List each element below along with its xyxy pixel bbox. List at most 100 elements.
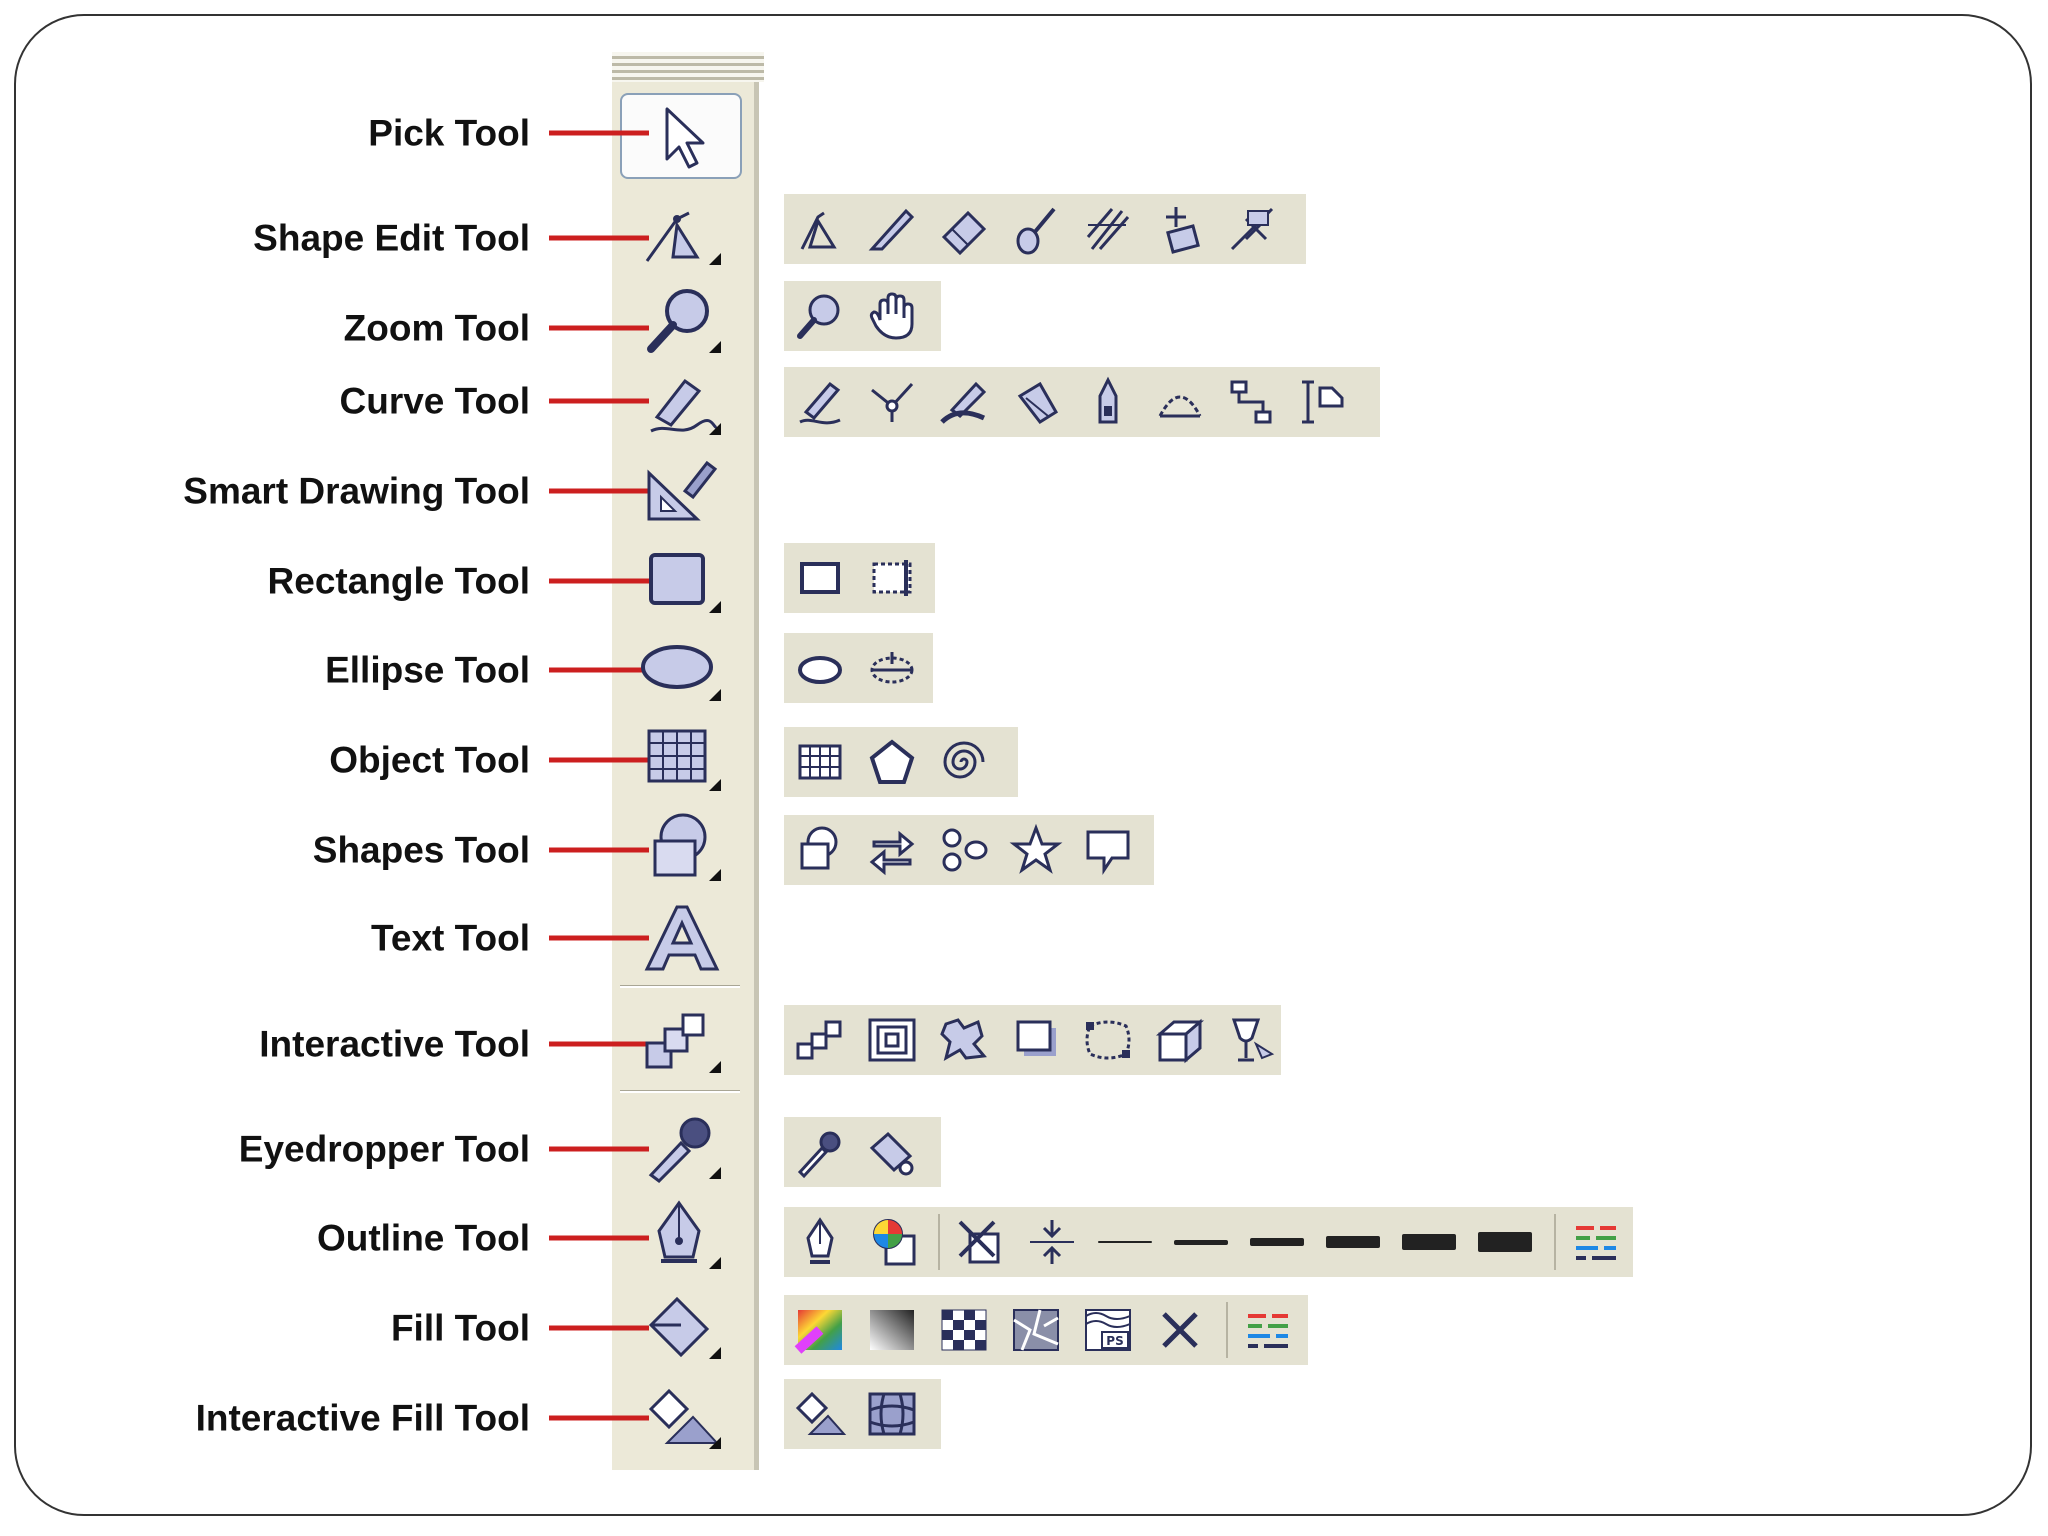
outline-pen-icon[interactable] <box>794 1216 846 1268</box>
callout-shapes-icon[interactable] <box>1082 824 1134 876</box>
flyout-outline <box>784 1207 1633 1277</box>
rectangle-icon[interactable] <box>637 543 727 617</box>
smart-drawing-icon[interactable] <box>637 453 727 527</box>
flyout-separator <box>1554 1214 1556 1270</box>
arrow-cursor-icon[interactable] <box>637 99 727 173</box>
free-transform-icon[interactable] <box>1154 203 1206 255</box>
interactive-fill-icon[interactable] <box>794 1388 847 1440</box>
toolbox-separator <box>620 1090 740 1093</box>
pointer-line <box>549 488 649 494</box>
flyout-fill: PS <box>784 1295 1308 1365</box>
color-docker-icon[interactable] <box>1570 1216 1622 1268</box>
flowchart-shapes-icon[interactable] <box>938 824 990 876</box>
knife-icon[interactable] <box>866 203 918 255</box>
pointer-line <box>549 1041 649 1047</box>
line-weight-2[interactable] <box>1174 1239 1228 1245</box>
zoom-icon[interactable] <box>794 290 846 342</box>
label-shape-edit-tool: Shape Edit Tool <box>253 217 530 259</box>
line-weight-3[interactable] <box>1250 1238 1304 1246</box>
flyout-shapes <box>784 815 1154 885</box>
smudge-brush-icon[interactable] <box>1010 203 1062 255</box>
artistic-media-icon[interactable] <box>938 376 990 428</box>
transparency-icon[interactable] <box>1226 1014 1278 1066</box>
line-weight-4[interactable] <box>1326 1236 1380 1248</box>
basic-shapes-icon[interactable] <box>637 811 727 885</box>
three-point-curve-icon[interactable] <box>1154 376 1206 428</box>
magnifier-icon[interactable] <box>637 283 727 357</box>
pointer-line <box>549 1415 649 1421</box>
fill-bucket-icon[interactable] <box>637 1289 727 1363</box>
mesh-fill-icon[interactable] <box>866 1388 918 1440</box>
pointer-line <box>549 398 649 404</box>
flyout-interactive <box>784 1005 1281 1075</box>
line-weight-1[interactable] <box>1098 1241 1152 1243</box>
freehand-icon[interactable] <box>794 376 846 428</box>
label-fill-tool: Fill Tool <box>390 1307 530 1349</box>
color-docker-icon[interactable] <box>1242 1304 1294 1356</box>
extrude-icon[interactable] <box>1154 1014 1206 1066</box>
arrow-shapes-icon[interactable] <box>866 824 918 876</box>
pen-icon[interactable] <box>1010 376 1062 428</box>
svg-text:PS: PS <box>1106 1334 1123 1348</box>
outline-color-icon[interactable] <box>866 1216 918 1268</box>
texture-fill-icon[interactable] <box>1010 1304 1062 1356</box>
eraser-icon[interactable] <box>938 203 990 256</box>
basic-shapes-icon[interactable] <box>794 824 846 876</box>
label-shapes-tool: Shapes Tool <box>312 829 530 871</box>
connector-icon[interactable] <box>1226 376 1278 428</box>
interactive-blend-icon[interactable] <box>637 1003 727 1077</box>
postscript-fill-icon[interactable]: PS <box>1082 1304 1134 1356</box>
line-weight-6[interactable] <box>1478 1232 1532 1252</box>
contour-icon[interactable] <box>866 1014 918 1066</box>
eyedropper-icon[interactable] <box>637 1109 727 1183</box>
outline-pen-nib-icon[interactable] <box>637 1199 727 1273</box>
pointer-line <box>549 757 649 763</box>
envelope-icon[interactable] <box>1082 1014 1134 1066</box>
no-fill-icon[interactable] <box>1154 1304 1206 1356</box>
pointer-line <box>549 1146 649 1152</box>
bezier-icon[interactable] <box>866 376 918 428</box>
line-weight-5[interactable] <box>1402 1234 1456 1250</box>
shape-icon[interactable] <box>794 203 846 255</box>
flyout-curve <box>784 367 1380 437</box>
no-outline-icon[interactable] <box>954 1216 1006 1268</box>
roughen-brush-icon[interactable] <box>1082 203 1134 255</box>
text-a-icon[interactable] <box>637 901 727 975</box>
polygon-icon[interactable] <box>866 736 918 788</box>
freehand-pen-icon[interactable] <box>637 365 727 439</box>
star-shapes-icon[interactable] <box>1009 823 1063 876</box>
blend-icon[interactable] <box>794 1014 846 1066</box>
spiral-icon[interactable] <box>938 736 990 788</box>
flyout-interactive-fill <box>784 1379 941 1449</box>
polyline-icon[interactable] <box>1082 376 1134 428</box>
pointer-line <box>549 1325 649 1331</box>
three-point-rectangle-icon[interactable] <box>866 552 918 604</box>
virtual-segment-delete-icon[interactable] <box>1226 203 1278 255</box>
fountain-fill-icon[interactable] <box>866 1304 918 1356</box>
distort-icon[interactable] <box>938 1014 990 1066</box>
drop-shadow-icon[interactable] <box>1010 1014 1062 1066</box>
ellipse-icon[interactable] <box>637 631 727 705</box>
paintbucket-icon[interactable] <box>866 1126 918 1178</box>
eyedropper-icon[interactable] <box>794 1126 846 1179</box>
toolbox-grip-handle[interactable] <box>612 52 764 82</box>
ellipse-icon[interactable] <box>794 642 846 694</box>
dimension-icon[interactable] <box>1298 376 1350 428</box>
flyout-object <box>784 727 1018 797</box>
hand-pan-icon[interactable] <box>866 290 918 342</box>
three-point-ellipse-icon[interactable] <box>866 642 918 694</box>
label-curve-tool: Curve Tool <box>339 380 531 422</box>
hairline-outline-icon[interactable] <box>1026 1216 1078 1268</box>
rectangle-icon[interactable] <box>794 552 846 604</box>
interactive-fill-icon[interactable] <box>637 1379 727 1453</box>
shape-edit-icon[interactable] <box>637 199 727 273</box>
label-zoom-tool: Zoom Tool <box>343 307 530 349</box>
graph-paper-icon[interactable] <box>637 721 727 795</box>
pointer-line <box>549 847 649 853</box>
pointer-line <box>549 578 649 584</box>
flyout-eyedropper <box>784 1117 941 1187</box>
pattern-fill-icon[interactable] <box>938 1304 990 1356</box>
fill-color-icon[interactable] <box>794 1304 846 1356</box>
toolbox-separator <box>620 985 740 988</box>
graph-paper-icon[interactable] <box>794 736 846 788</box>
